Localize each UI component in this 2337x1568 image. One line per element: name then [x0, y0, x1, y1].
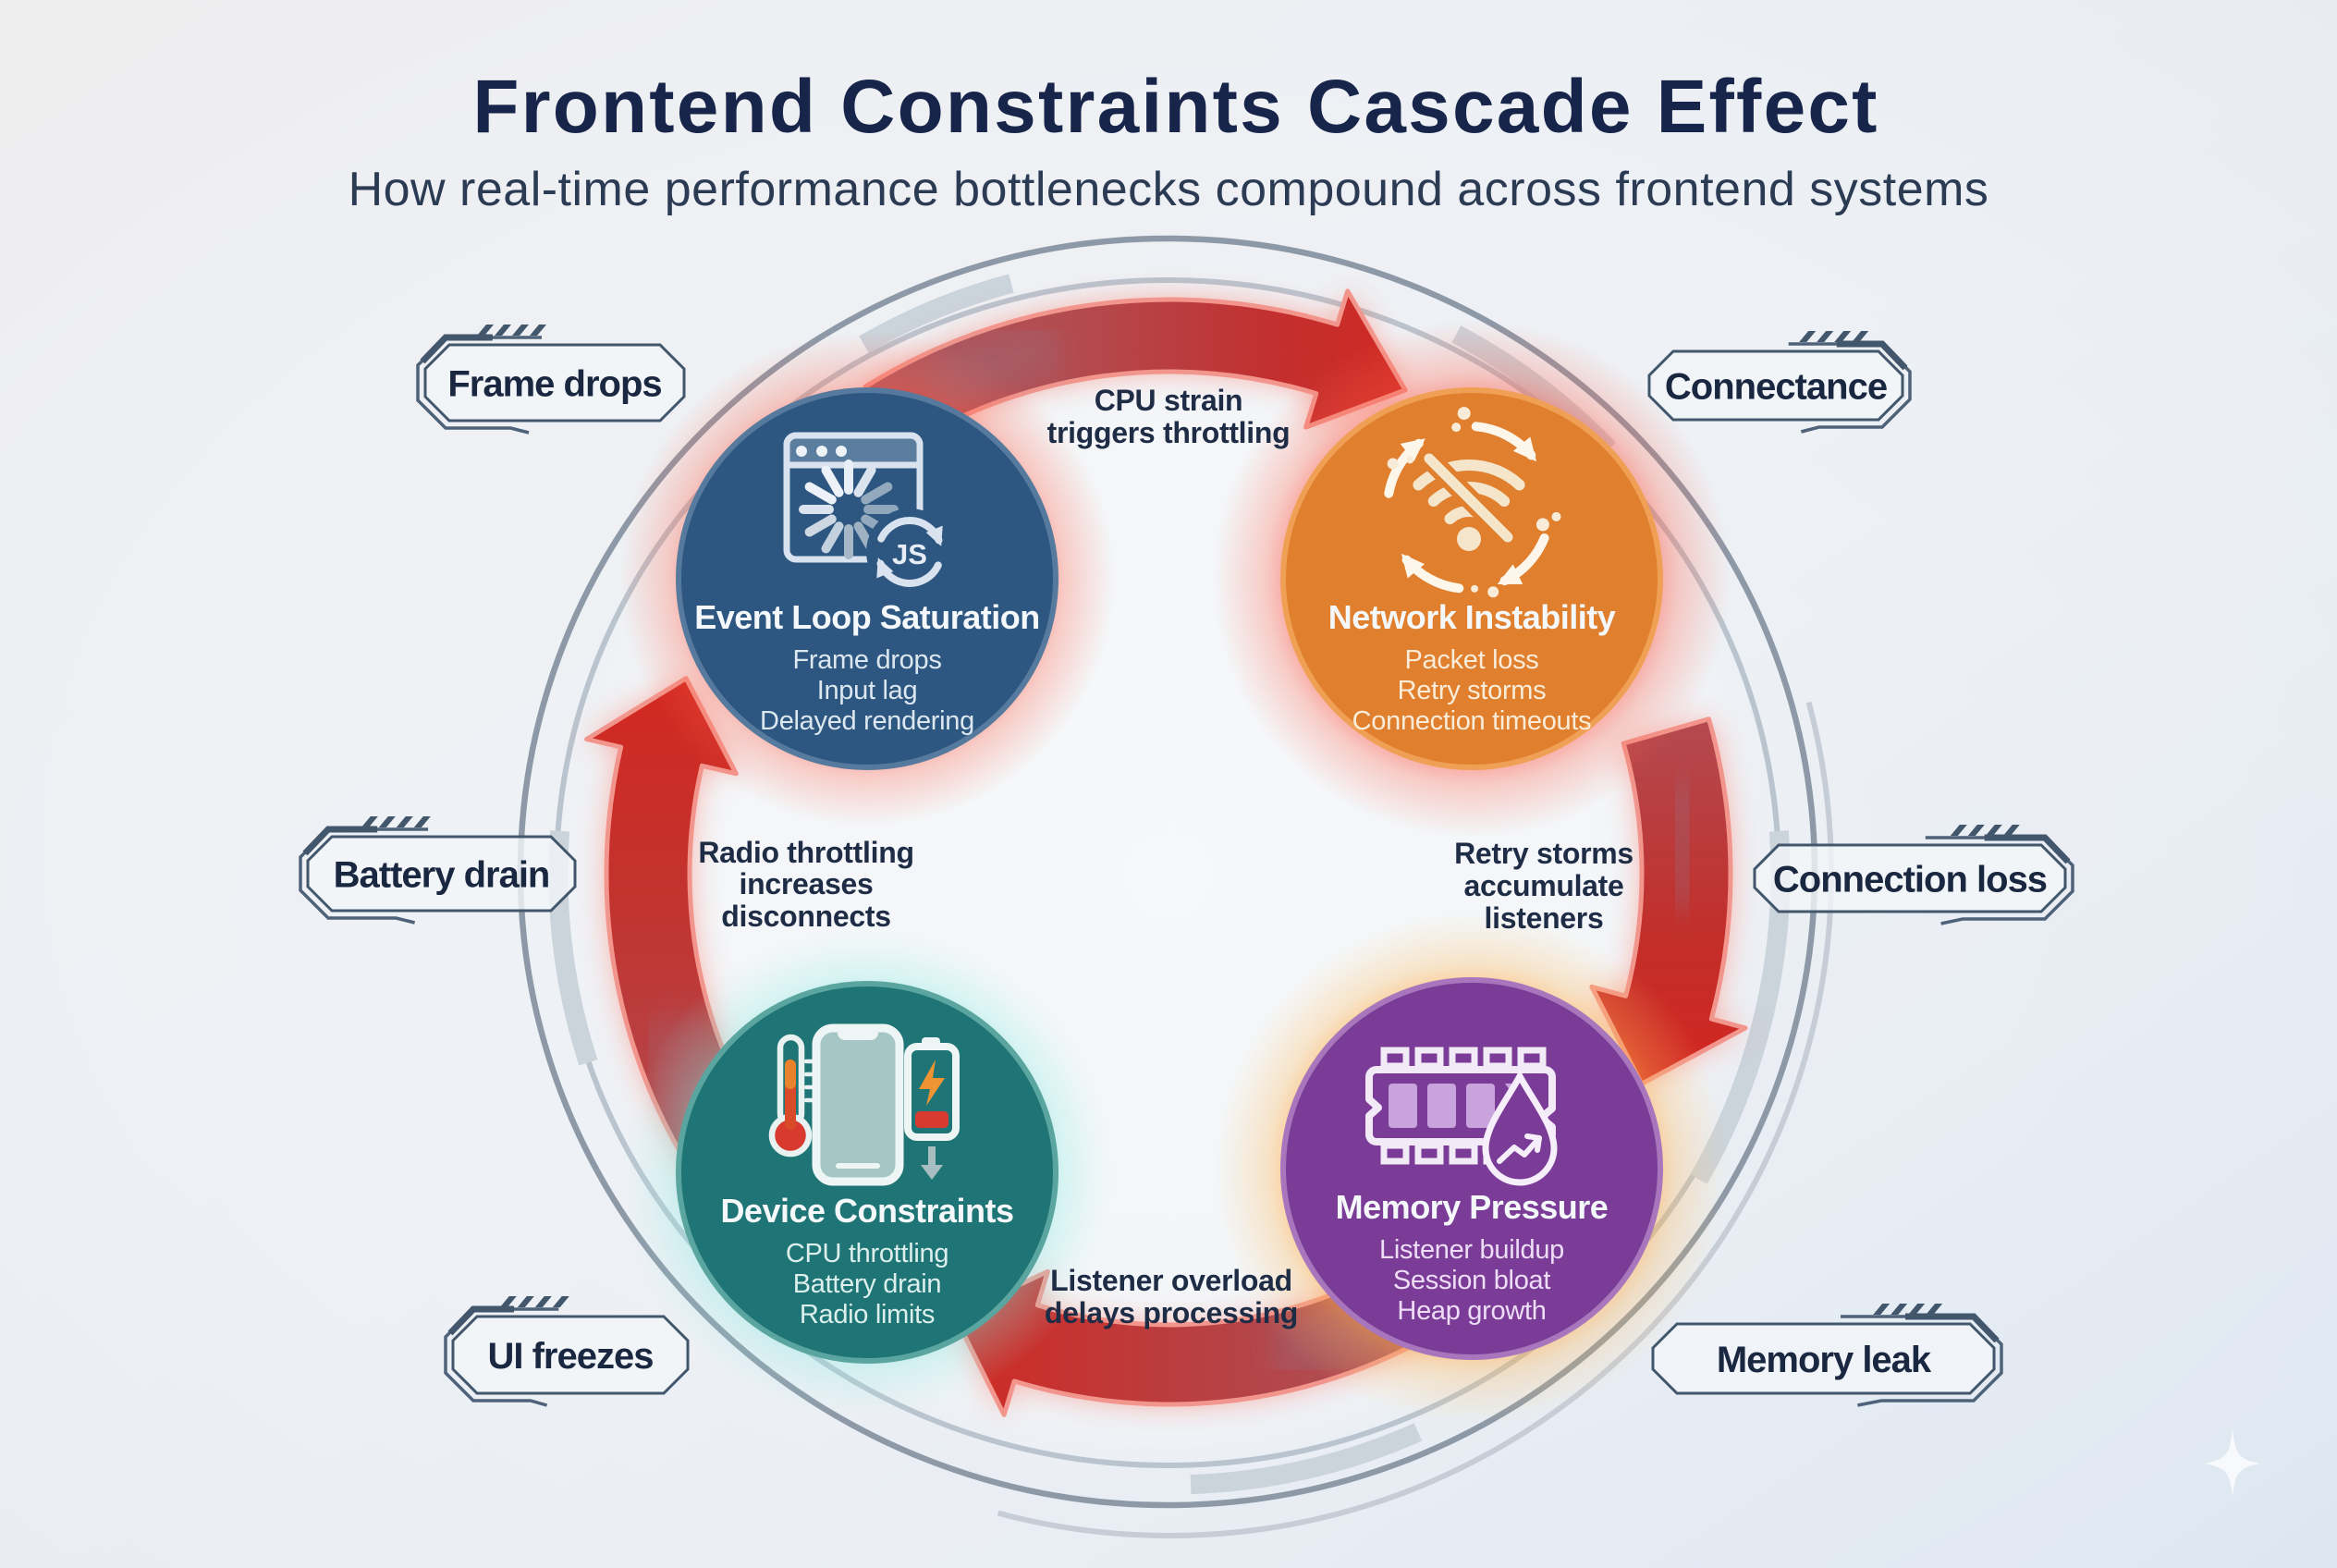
svg-text:CPU strain: CPU strain — [1095, 384, 1243, 417]
svg-text:Radio throttling: Radio throttling — [698, 836, 913, 869]
svg-text:Network Instability: Network Instability — [1328, 598, 1616, 636]
svg-text:Listener overload: Listener overload — [1050, 1264, 1292, 1297]
svg-text:JS: JS — [892, 538, 927, 570]
svg-text:delays processing: delays processing — [1045, 1296, 1298, 1329]
svg-text:triggers throttling: triggers throttling — [1047, 416, 1291, 449]
svg-text:Delayed rendering: Delayed rendering — [760, 706, 974, 736]
svg-text:Device Constraints: Device Constraints — [720, 1192, 1013, 1230]
svg-text:Heap growth: Heap growth — [1397, 1296, 1546, 1326]
svg-text:Battery drain: Battery drain — [793, 1269, 942, 1299]
svg-text:Frontend Constraints Cascade E: Frontend Constraints Cascade Effect — [472, 65, 1878, 149]
svg-text:Input lag: Input lag — [817, 676, 918, 705]
svg-text:Connection loss: Connection loss — [1773, 859, 2047, 900]
svg-text:Listener buildup: Listener buildup — [1379, 1235, 1564, 1265]
svg-text:Connection timeouts: Connection timeouts — [1352, 706, 1592, 736]
svg-text:Memory leak: Memory leak — [1717, 1340, 1932, 1380]
svg-text:Radio limits: Radio limits — [800, 1300, 935, 1329]
svg-text:Retry storms: Retry storms — [1398, 676, 1547, 705]
svg-text:listeners: listeners — [1485, 901, 1604, 935]
svg-text:Battery drain: Battery drain — [334, 854, 550, 895]
svg-text:Session bloat: Session bloat — [1393, 1266, 1550, 1295]
svg-text:disconnects: disconnects — [721, 900, 890, 933]
svg-text:Retry storms: Retry storms — [1454, 837, 1633, 870]
svg-text:CPU throttling: CPU throttling — [786, 1239, 948, 1268]
svg-text:How real-time performance bott: How real-time performance bottlenecks co… — [349, 163, 1989, 216]
svg-text:UI freezes: UI freezes — [488, 1336, 654, 1377]
svg-text:increases: increases — [740, 867, 874, 900]
svg-text:Memory Pressure: Memory Pressure — [1336, 1188, 1609, 1226]
svg-text:Packet loss: Packet loss — [1405, 645, 1539, 675]
svg-text:Frame drops: Frame drops — [792, 645, 941, 675]
svg-text:Frame drops: Frame drops — [447, 363, 661, 404]
svg-text:Event Loop Saturation: Event Loop Saturation — [694, 598, 1040, 636]
svg-text:accumulate: accumulate — [1463, 869, 1623, 902]
svg-text:Connectance: Connectance — [1665, 366, 1887, 407]
